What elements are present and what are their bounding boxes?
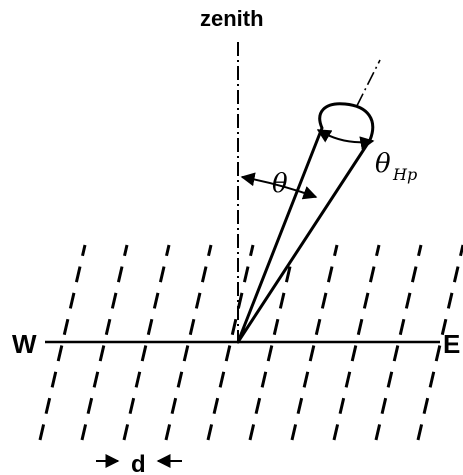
- array-element-line: [38, 244, 87, 441]
- beamwidth-arc: [316, 129, 375, 151]
- west-label: W: [12, 329, 37, 359]
- array-element-lines: [38, 244, 463, 441]
- array-element-line: [248, 244, 297, 441]
- theta-arc: [240, 172, 318, 200]
- array-element-line: [206, 244, 255, 441]
- spacing-label: d: [131, 451, 146, 475]
- theta-hp-subscript: Hp: [392, 165, 417, 184]
- theta-label: θ: [272, 169, 288, 199]
- array-element-line: [290, 244, 339, 441]
- east-label: E: [443, 329, 460, 359]
- theta-hp-symbol: θ: [375, 149, 391, 179]
- array-element-line: [164, 244, 213, 441]
- zenith-label: zenith: [200, 6, 264, 31]
- array-element-line: [80, 244, 129, 441]
- beam-lobe: [236, 102, 375, 344]
- array-element-line: [416, 244, 463, 441]
- array-element-line: [374, 244, 423, 441]
- array-element-line: [332, 244, 381, 441]
- array-element-line: [122, 244, 171, 441]
